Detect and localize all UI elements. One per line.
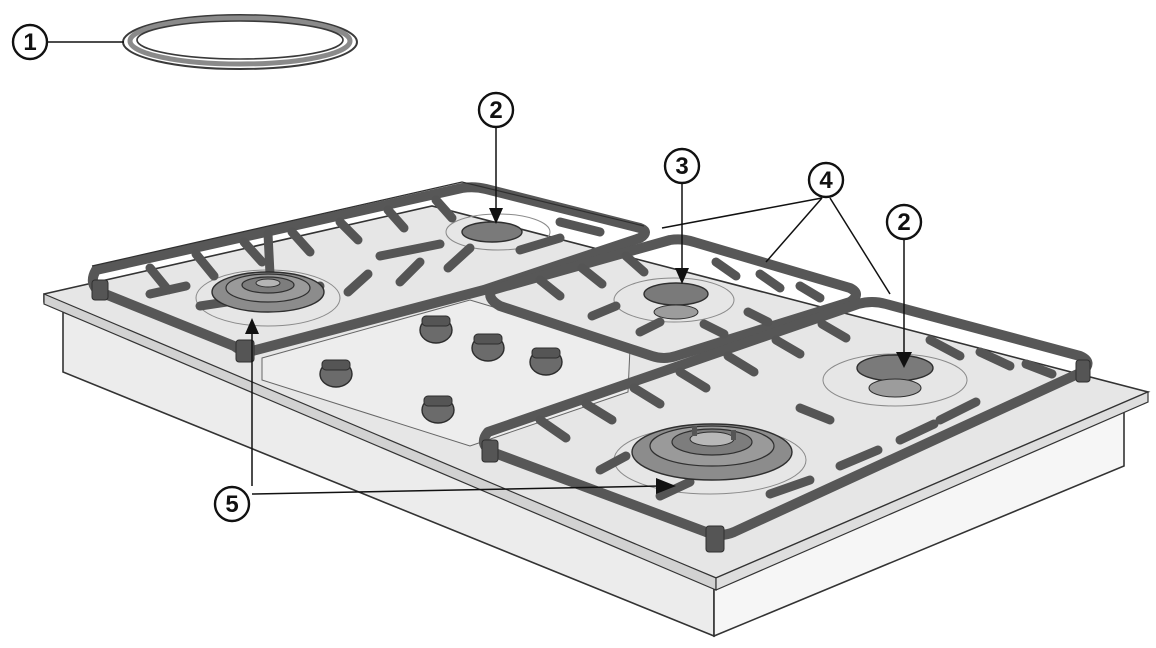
- callout-2-right: 2: [885, 203, 923, 241]
- callout-4: 4: [807, 161, 845, 199]
- burner-medium-right: [856, 354, 934, 398]
- knob-4: [529, 347, 563, 376]
- knob-2: [419, 315, 453, 344]
- knob-5: [421, 395, 455, 424]
- callout-2-rear: 2: [477, 91, 515, 129]
- callout-4-label: 4: [819, 167, 833, 194]
- burner-rings: [195, 213, 968, 495]
- leader-lines: [47, 41, 912, 495]
- burner-small-rear: [461, 221, 523, 243]
- plate-edge-right: [715, 391, 1149, 591]
- callout-1: 1: [11, 23, 49, 61]
- burner-large-left: [211, 271, 325, 313]
- callout-3: 3: [663, 147, 701, 185]
- callout-1-label: 1: [23, 29, 36, 56]
- knob-3: [471, 333, 505, 362]
- callout-2-right-label: 2: [897, 209, 910, 236]
- callout-2-rear-label: 2: [489, 97, 502, 124]
- callout-5-label: 5: [225, 491, 238, 518]
- knob-1: [319, 359, 353, 388]
- callout-3-label: 3: [675, 153, 688, 180]
- grate-right: [478, 297, 1093, 553]
- burner-large-front: [631, 423, 793, 481]
- burner-medium-center: [643, 282, 709, 320]
- control-knobs: [319, 315, 563, 424]
- callout-5: 5: [213, 485, 251, 523]
- seal-ring: [122, 14, 358, 70]
